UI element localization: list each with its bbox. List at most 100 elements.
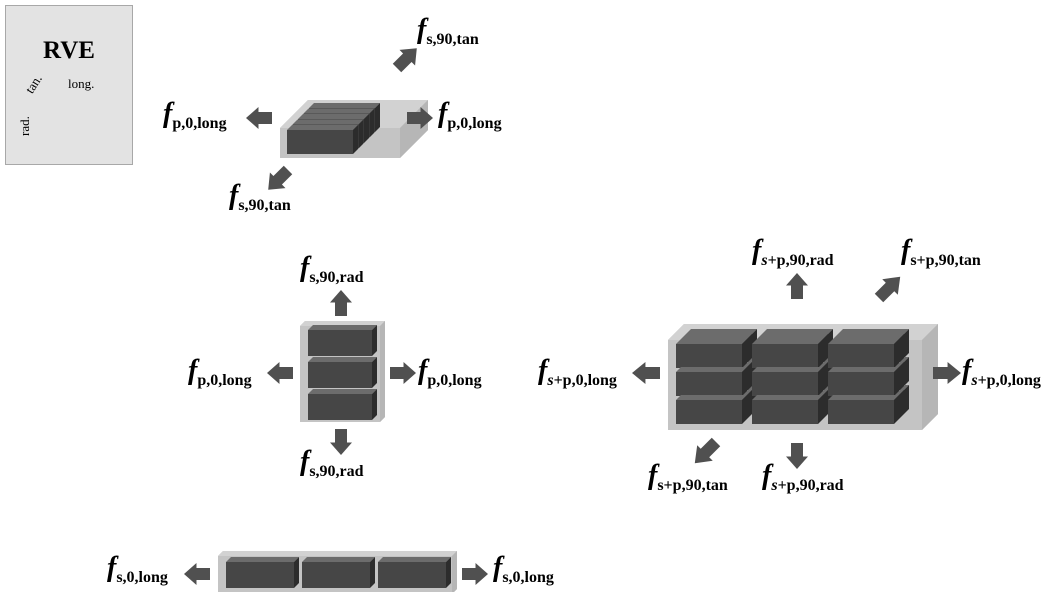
row-fibres (226, 557, 451, 588)
force-symbol: f (229, 180, 239, 211)
force-label-stack-s90rad-bottom: fs,90,rad (300, 446, 364, 480)
block-side-face (904, 329, 909, 358)
block-side-face (294, 557, 299, 588)
block-side-face (747, 390, 752, 419)
force-symbol: f (762, 460, 772, 491)
force-symbol: f (493, 552, 503, 583)
force-subscript-italic: s (761, 252, 768, 269)
block-top-face (302, 557, 375, 562)
block-top-face (752, 367, 823, 372)
force-label-top-s90tan-lower: fs,90,tan (229, 180, 291, 214)
force-symbol: f (300, 446, 310, 477)
force-subscript-rest: +p,0,long (977, 372, 1041, 389)
grid-fibre (676, 395, 747, 424)
block-side-face (823, 334, 828, 363)
force-subscript: s,0,long (116, 569, 168, 586)
arrow-stack-right (390, 362, 416, 384)
arrow-grid-down (786, 443, 808, 469)
force-subscript-rest: +p,90,rad (777, 477, 844, 494)
force-subscript: p,0,long (172, 115, 227, 132)
block-top-face (226, 557, 299, 562)
block-top-face (838, 329, 909, 334)
grid-fibre (828, 395, 899, 424)
block-side-face (375, 103, 380, 132)
matrix-top-face (300, 321, 385, 326)
grid-fibre (752, 367, 823, 396)
block-front-face (308, 362, 372, 388)
arrow-top-left (246, 107, 272, 129)
block-side-face (372, 325, 377, 356)
arrow-row-left (184, 563, 210, 585)
block-side-face (446, 557, 451, 588)
block-top-face (308, 325, 377, 330)
block-front-face (752, 400, 818, 424)
block-front-face (676, 400, 742, 424)
force-symbol: f (107, 552, 117, 583)
force-subscript: s,90,rad (309, 269, 364, 286)
force-label-grid-sp0long-left: fs+p,0,long (538, 357, 617, 389)
force-subscript-rest: +p,0,long (553, 372, 617, 389)
stack-fibres (308, 325, 377, 420)
force-subscript: s,90,tan (238, 197, 291, 214)
force-subscript-rest: +p,90,rad (767, 252, 834, 269)
force-subscript: s+p,90,tan (657, 477, 727, 494)
force-subscript: s+p,0,long (547, 372, 617, 389)
block-top-face (298, 114, 369, 119)
block-front-face (752, 344, 818, 368)
force-subscript: s,90,rad (309, 463, 364, 480)
block-side-face (894, 339, 899, 368)
force-label-grid-sp0long-right: fs+p,0,long (962, 357, 1041, 389)
block-front-face (226, 562, 294, 588)
axis-label-radial: rad. (17, 116, 32, 136)
grid-fibre (752, 395, 823, 424)
matrix-side-face (922, 324, 938, 430)
block-side-face (894, 367, 899, 396)
block-side-face (818, 339, 823, 368)
block-front-face (676, 372, 742, 396)
arrow-grid-up (786, 273, 808, 299)
block-front-face (308, 394, 372, 420)
row-fibre (226, 557, 299, 588)
block-side-face (818, 395, 823, 424)
block-front-face (828, 372, 894, 396)
block-top-face (833, 334, 904, 339)
block-top-face (828, 339, 899, 344)
block-front-face (752, 372, 818, 396)
block-top-face (309, 103, 380, 108)
force-symbol: f (648, 460, 658, 491)
block-front-face (287, 130, 353, 154)
force-subscript: s+p,0,long (971, 372, 1041, 389)
block-top-face (287, 125, 358, 130)
force-subscript: s+p,90,tan (910, 252, 980, 269)
grid-fibre (676, 339, 747, 368)
block-side-face (899, 390, 904, 419)
block-top-face (828, 395, 899, 400)
matrix-top-face (218, 551, 457, 556)
block-front-face (378, 562, 446, 588)
force-subscript: p,0,long (197, 372, 252, 389)
force-subscript-rest: s+p,90,tan (910, 252, 981, 269)
block-side-face (372, 389, 377, 420)
block-top-face (681, 334, 752, 339)
block-top-face (762, 329, 833, 334)
block-side-face (370, 557, 375, 588)
block-side-face (818, 367, 823, 396)
force-subscript-italic: s (547, 372, 554, 389)
block-top-face (686, 329, 757, 334)
block-top-face (676, 395, 747, 400)
force-label-top-p0long-right: fp,0,long (438, 100, 502, 132)
arrow-top-upper (392, 48, 417, 73)
block-side-face (899, 362, 904, 391)
block-top-face (757, 334, 828, 339)
stack-fibre (308, 357, 377, 388)
arrow-stack-up (330, 290, 352, 316)
block-side-face (742, 395, 747, 424)
force-symbol: f (163, 98, 173, 129)
force-symbol: f (752, 235, 762, 266)
force-subscript-italic: s (771, 477, 778, 494)
rve-legend-box: RVE long. tan. rad. (5, 5, 133, 165)
force-label-grid-sp90tan-bottom: fs+p,90,tan (648, 460, 728, 494)
block-front-face (828, 400, 894, 424)
grid-fibre (676, 367, 747, 396)
